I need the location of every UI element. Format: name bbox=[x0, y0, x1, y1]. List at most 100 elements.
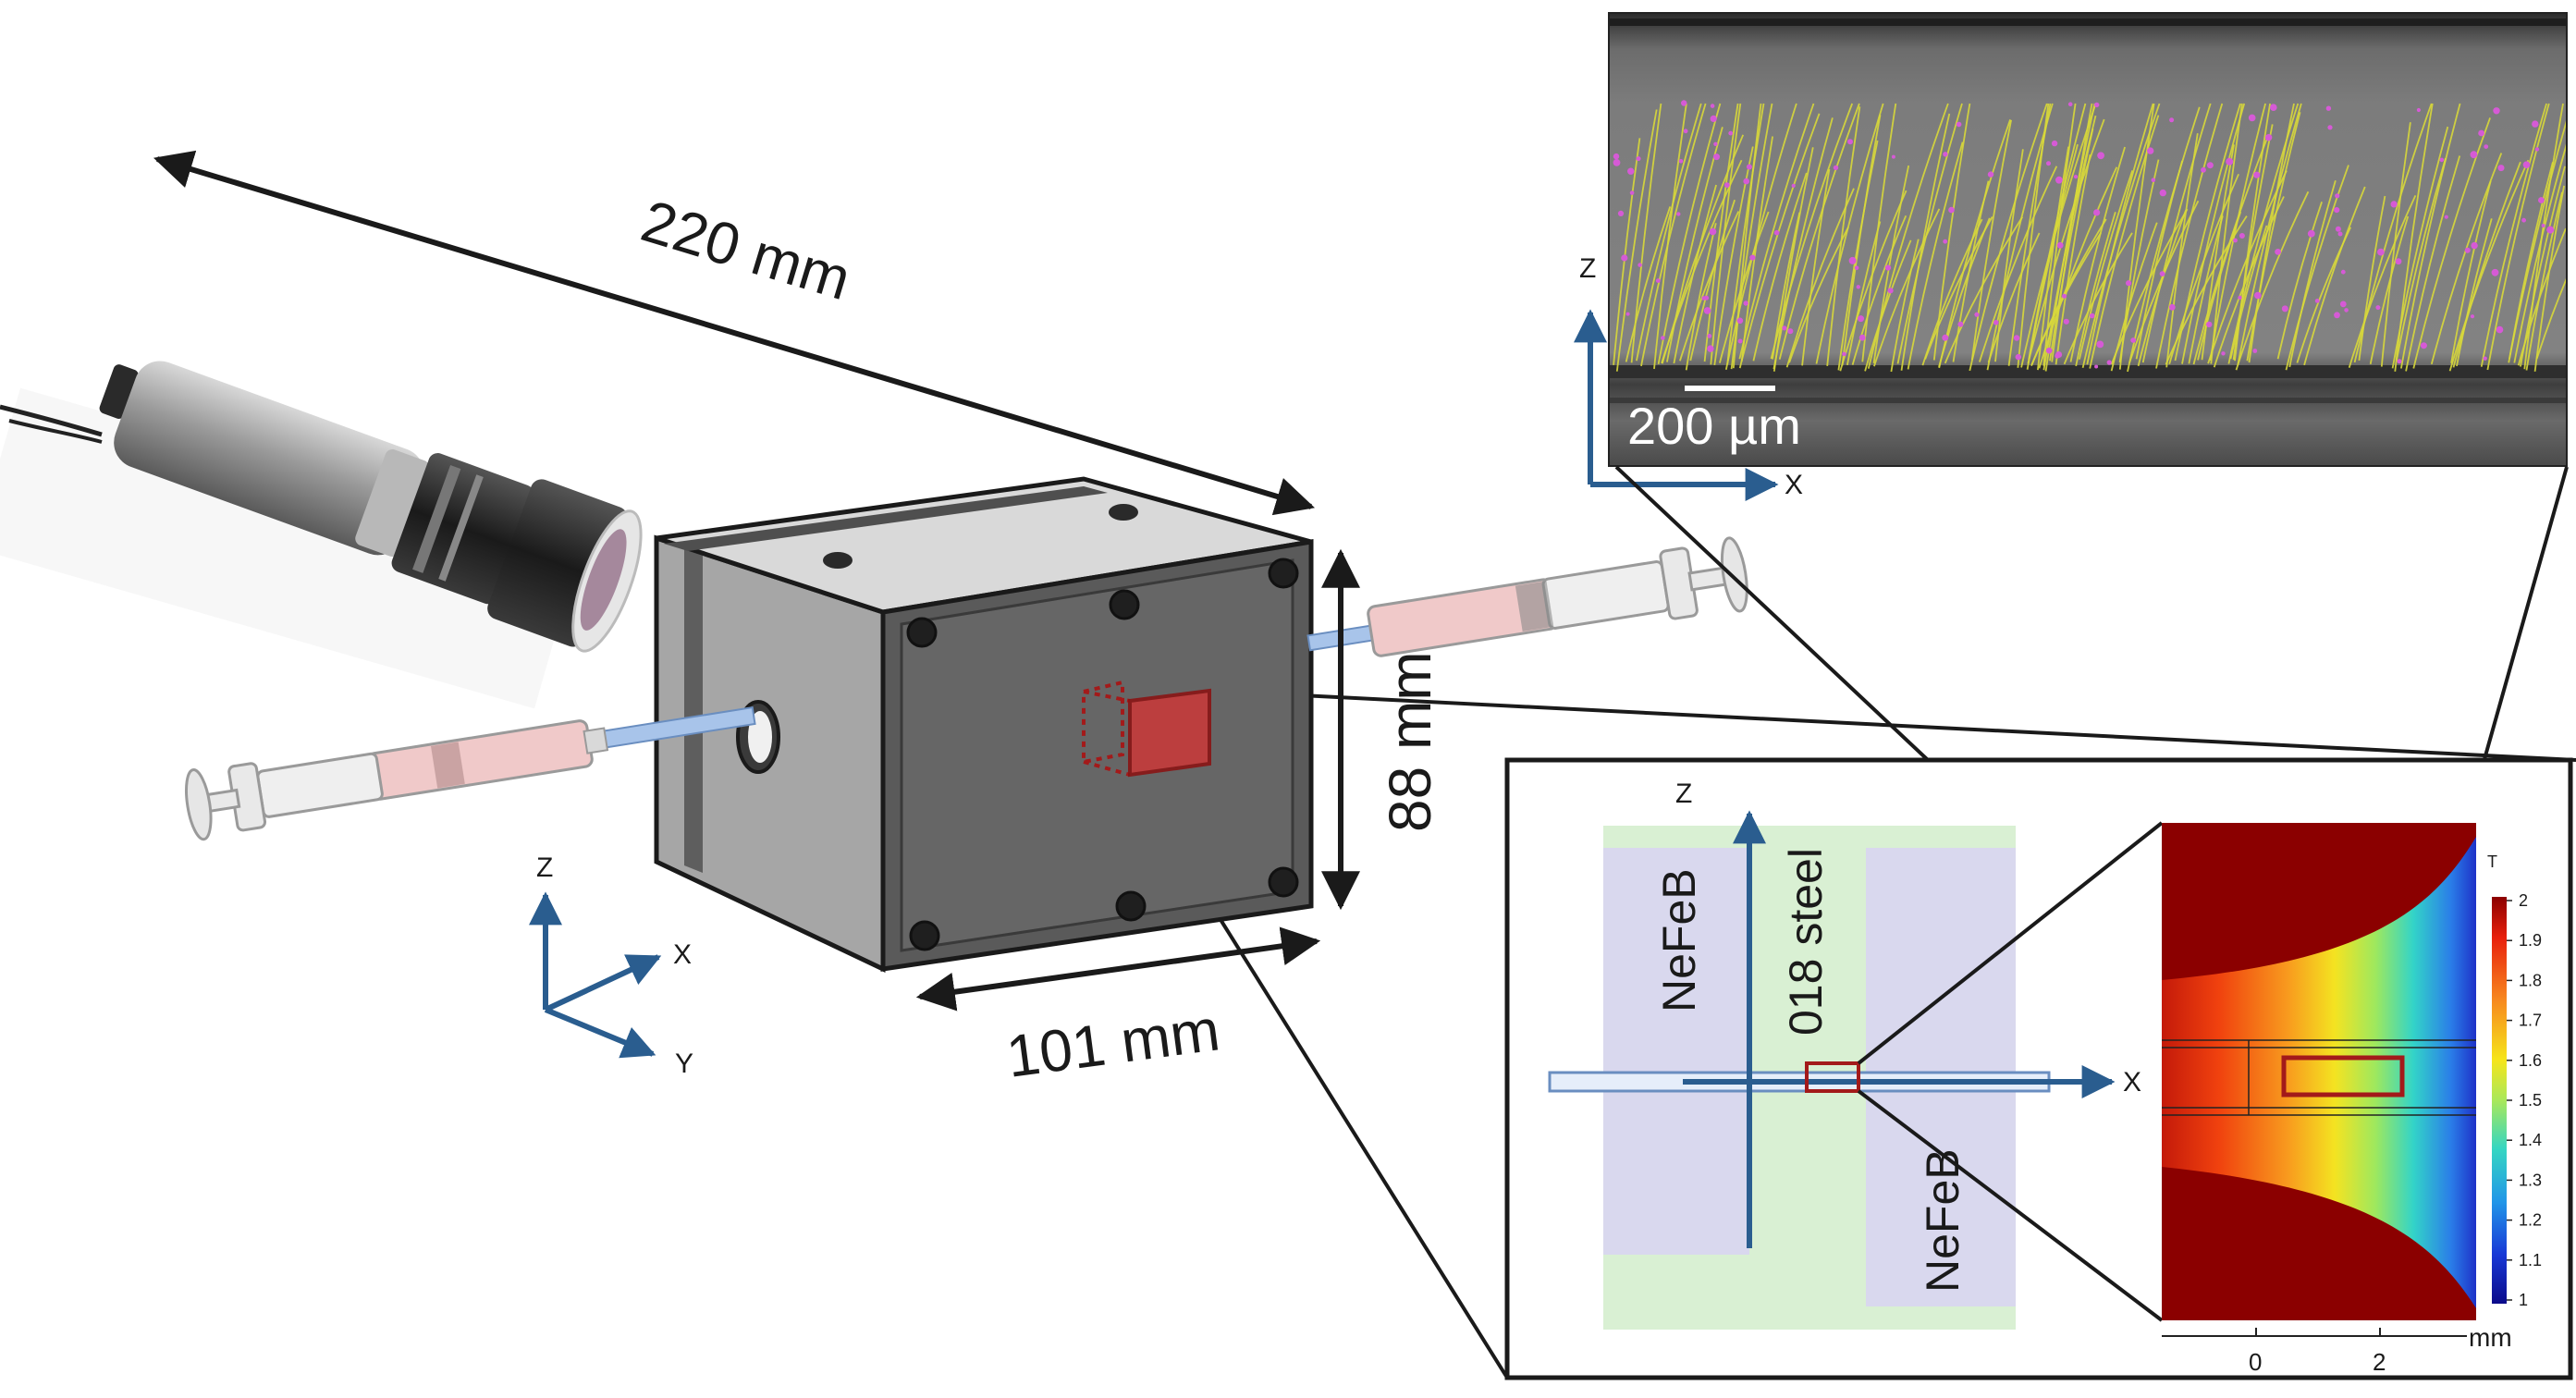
particle-track bbox=[1615, 109, 1658, 372]
particle-track bbox=[2207, 170, 2288, 364]
particle bbox=[2248, 114, 2256, 122]
cross-section-inset: NeFeB 018 steel NeFeB Z X bbox=[1504, 757, 2573, 1380]
particle bbox=[1681, 100, 1687, 106]
magnet-block bbox=[654, 476, 1314, 973]
particle-track bbox=[1738, 103, 1815, 360]
particle-track bbox=[2069, 146, 2126, 362]
particle-track bbox=[1969, 103, 2048, 372]
particle bbox=[2094, 364, 2099, 369]
particle-track bbox=[1932, 103, 1971, 361]
particle-track bbox=[2086, 103, 2154, 365]
particle-track bbox=[2412, 117, 2491, 369]
particle bbox=[2327, 125, 2333, 130]
particle-track bbox=[2209, 103, 2266, 362]
particle bbox=[2252, 349, 2258, 353]
particle-track bbox=[2523, 103, 2564, 370]
camera-body bbox=[114, 361, 424, 556]
particle-track bbox=[2480, 103, 2547, 367]
particle bbox=[1709, 227, 1717, 236]
particle bbox=[2096, 340, 2104, 349]
particle-track bbox=[2395, 158, 2447, 362]
particle bbox=[2416, 107, 2421, 113]
width-dimension: 101 mm bbox=[915, 926, 1321, 1090]
particle-track bbox=[1987, 232, 2041, 363]
particle-track bbox=[2044, 103, 2096, 372]
particle-track bbox=[2535, 276, 2567, 360]
particle bbox=[2491, 268, 2499, 276]
particle-track bbox=[1907, 141, 1964, 370]
particle bbox=[1956, 121, 1962, 128]
micrograph-axis-x: X bbox=[1785, 470, 1803, 500]
particle-track bbox=[1685, 223, 1717, 371]
particle bbox=[2344, 308, 2349, 313]
particle bbox=[2151, 178, 2156, 182]
particle bbox=[2067, 102, 2073, 106]
particle bbox=[2097, 152, 2105, 160]
particle bbox=[1636, 156, 1641, 162]
particle bbox=[2093, 209, 2101, 216]
particle-track bbox=[1613, 138, 1641, 365]
particle-track bbox=[1625, 206, 1672, 362]
particle bbox=[2335, 226, 2341, 232]
particle bbox=[2055, 353, 2060, 359]
particle bbox=[1736, 317, 1744, 325]
particle bbox=[2055, 176, 2063, 184]
particle bbox=[1848, 256, 1857, 264]
particle bbox=[2281, 305, 2288, 313]
particle bbox=[1724, 182, 1730, 189]
particle bbox=[1974, 312, 1980, 317]
particle-track bbox=[2079, 170, 2134, 360]
particle-track bbox=[1839, 190, 1907, 372]
particle-track bbox=[1837, 140, 1879, 371]
particle-track bbox=[2358, 195, 2386, 362]
main-axis-z: Z bbox=[536, 852, 553, 883]
steel-label: 018 steel bbox=[1780, 848, 1832, 1036]
particle bbox=[1782, 325, 1787, 331]
particle bbox=[2147, 147, 2154, 154]
channel-highlight bbox=[1082, 680, 1211, 778]
particle-track bbox=[1841, 115, 1882, 366]
particle-track bbox=[1890, 239, 1920, 373]
particle-track bbox=[1785, 188, 1855, 368]
particle bbox=[2013, 335, 2020, 341]
particle bbox=[2337, 231, 2343, 237]
particle-track bbox=[2210, 103, 2243, 364]
particle-track bbox=[1778, 103, 1860, 360]
particle-track bbox=[1921, 218, 1983, 366]
particle bbox=[1858, 315, 1864, 323]
particle-track bbox=[2450, 180, 2492, 363]
micrograph-axes bbox=[1574, 309, 1779, 501]
particle bbox=[1993, 320, 1999, 325]
particle-track bbox=[2303, 186, 2366, 366]
field-x-tick-2: 2 bbox=[2373, 1348, 2386, 1376]
particle bbox=[2106, 360, 2112, 365]
particle-track bbox=[2201, 144, 2235, 361]
particle bbox=[2375, 305, 2381, 311]
particle-track bbox=[2394, 103, 2434, 372]
field-map bbox=[2162, 823, 2476, 1320]
width-label: 101 mm bbox=[1002, 996, 1223, 1090]
particle-track bbox=[1719, 211, 1770, 363]
particle bbox=[1948, 206, 1955, 214]
particle bbox=[1627, 167, 1635, 175]
micrograph-panel: 200 µm bbox=[1608, 12, 2568, 467]
particle-track bbox=[2141, 103, 2212, 363]
height-dimension: 88 mm bbox=[1321, 548, 1443, 911]
particle bbox=[2264, 134, 2273, 141]
colorbar-unit: T bbox=[2487, 852, 2497, 871]
particle-track bbox=[1713, 146, 1754, 366]
particle bbox=[1891, 154, 1895, 159]
gap-zoom-box bbox=[1805, 1061, 1860, 1093]
particle bbox=[2484, 144, 2489, 150]
particle bbox=[2159, 189, 2166, 197]
particle bbox=[2532, 120, 2539, 128]
particle bbox=[2089, 313, 2095, 319]
particle-track bbox=[1826, 106, 1861, 366]
colorbar-tick-label: 1.2 bbox=[2519, 1211, 2542, 1230]
particle-track bbox=[2049, 128, 2094, 362]
particle-track bbox=[2188, 215, 2224, 364]
particle bbox=[2238, 295, 2242, 300]
particle-track bbox=[2296, 227, 2352, 363]
particle bbox=[1676, 212, 1681, 216]
scale-bar-label: 200 µm bbox=[1627, 397, 1801, 455]
